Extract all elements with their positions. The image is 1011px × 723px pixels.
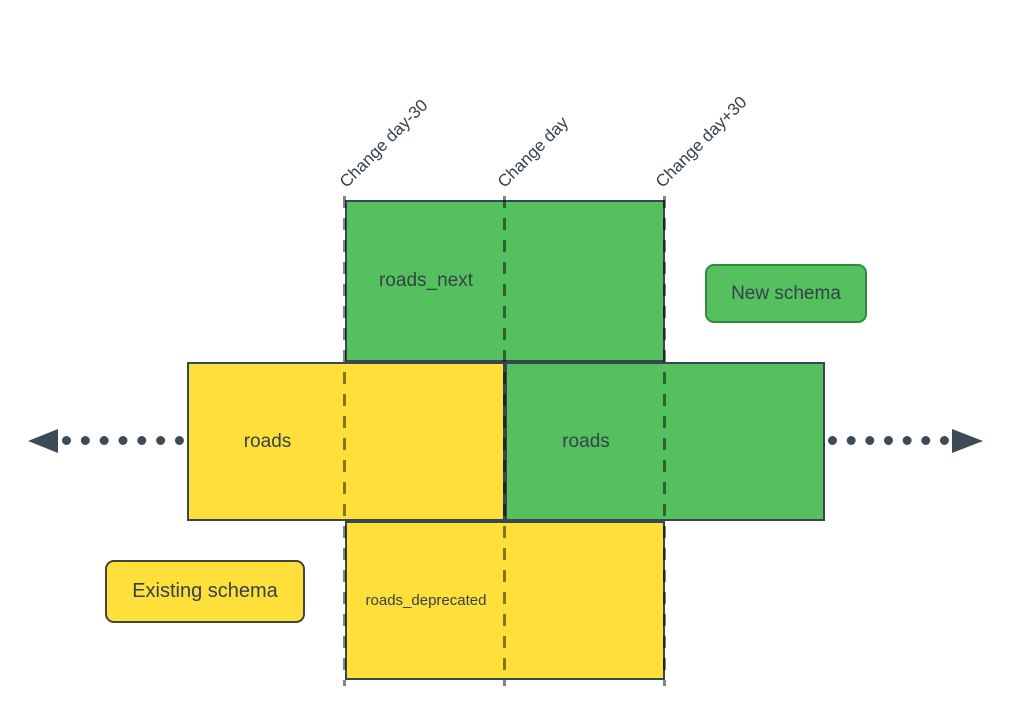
gridline-change-day-minus-30	[343, 196, 346, 686]
box-roads-next: roads_next	[345, 200, 665, 362]
box-roads-new: roads	[505, 362, 825, 521]
box-roads-existing: roads	[187, 362, 505, 521]
box-roads-next-label: roads_next	[378, 270, 473, 291]
timeline-arrowhead-left-icon	[28, 429, 58, 453]
box-roads-new-label: roads	[562, 430, 610, 452]
timeline-arrowhead-right-icon	[952, 429, 983, 453]
box-roads-existing-label: roads	[243, 430, 292, 452]
box-roads-deprecated: roads_deprecated	[345, 521, 665, 680]
timeline-label-change-day-plus-30: Change day+30	[651, 92, 751, 192]
timeline-label-change-day: Change day	[493, 113, 573, 192]
timeline-dotted-line-right	[828, 436, 949, 445]
timeline-dotted-line-left	[62, 436, 184, 445]
timeline-label-change-day-minus-30: Change day-30	[335, 95, 432, 192]
gridline-change-day	[503, 196, 506, 686]
legend-existing-schema-label: Existing schema	[132, 580, 278, 602]
legend-existing-schema: Existing schema	[105, 560, 305, 623]
legend-new-schema-label: New schema	[731, 282, 841, 304]
box-roads-deprecated-label: roads_deprecated	[365, 592, 487, 609]
legend-new-schema: New schema	[705, 264, 867, 323]
gridline-change-day-plus-30	[663, 196, 666, 686]
